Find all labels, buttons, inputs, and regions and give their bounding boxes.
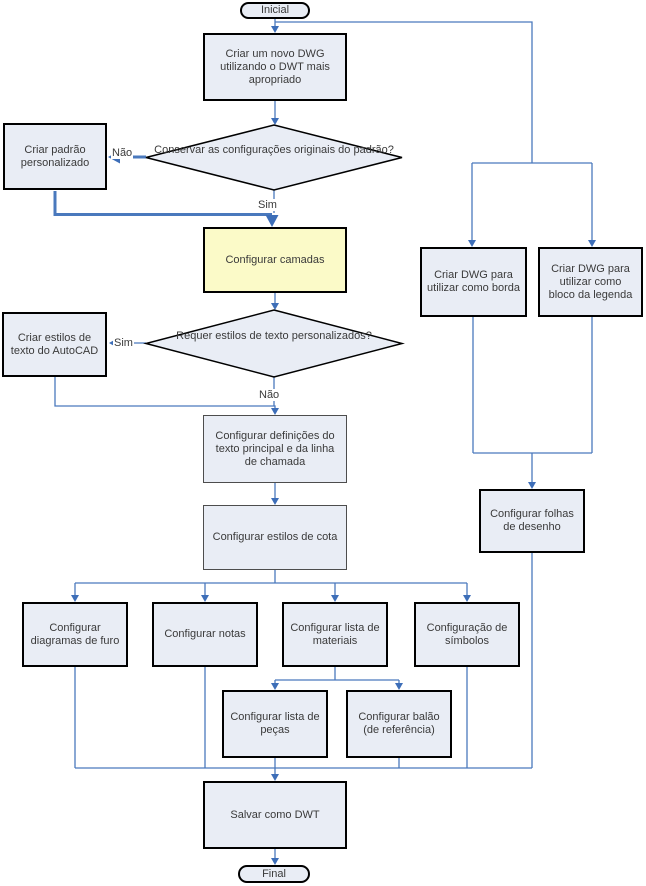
process-configure-bom: Configurar lista de materiais — [282, 602, 388, 667]
edge-label-no-2: Não — [258, 389, 281, 401]
process-dwg-border: Criar DWG para utilizar como borda — [420, 247, 527, 317]
process-configure-layers: Configurar camadas — [203, 227, 347, 293]
process-configure-symbols: Configuração de símbolos — [414, 602, 520, 667]
process-configure-balloon: Configurar balão (de referência) — [346, 690, 452, 758]
edge-label-no-1: Não — [111, 147, 134, 159]
process-create-dwg: Criar um novo DWG utilizando o DWT mais … — [203, 33, 347, 101]
process-configure-notes: Configurar notas — [152, 602, 258, 667]
process-create-text-styles: Criar estilos de texto do AutoCAD — [2, 312, 107, 377]
process-configure-hole-charts: Configurar diagramas de furo — [22, 602, 128, 667]
process-save-dwt: Salvar como DWT — [203, 781, 347, 849]
start-terminator: Inicial — [240, 2, 310, 19]
process-dwg-title-block: Criar DWG para utilizar como bloco da le… — [538, 247, 643, 317]
end-terminator: Final — [238, 865, 310, 883]
process-configure-sheets: Configurar folhas de desenho — [479, 489, 585, 553]
process-configure-dim-styles: Configurar estilos de cota — [203, 505, 347, 570]
process-custom-standard: Criar padrão personalizado — [3, 123, 107, 190]
edge-label-yes-1: Sim — [257, 199, 278, 211]
edge-label-yes-2: Sim — [113, 337, 134, 349]
process-configure-text-defs: Configurar definições do texto principal… — [203, 415, 347, 483]
process-configure-parts-list: Configurar lista de peças — [222, 690, 328, 758]
